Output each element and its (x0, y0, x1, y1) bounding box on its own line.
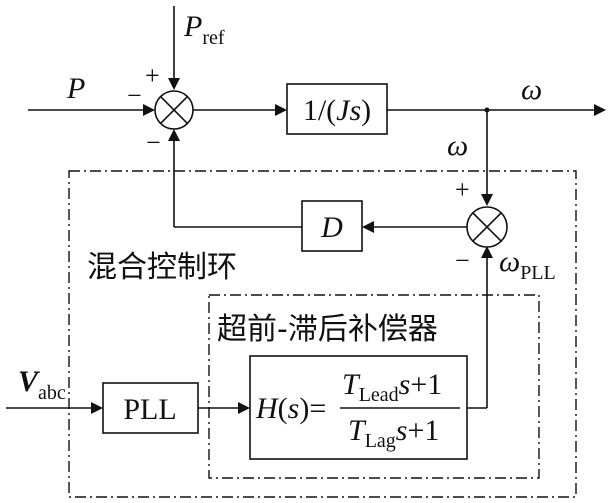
summing-junction-2 (466, 206, 508, 248)
sum1-bottom-minus-sign: − (146, 128, 161, 157)
transfer-function-lhs: H(s)= (255, 392, 326, 425)
sum2-plus-sign: + (455, 175, 470, 204)
pll-block-label: PLL (123, 393, 176, 426)
transfer-function-numerator: TLeads+1 (342, 368, 442, 406)
inertia-input-arrowhead (275, 104, 287, 116)
p-label: P (66, 72, 85, 105)
damping-block-label: D (320, 211, 343, 244)
p-arrowhead (143, 104, 155, 116)
damping-input-arrowhead (362, 221, 374, 233)
omega-output-arrowhead (594, 104, 606, 116)
inertia-block (286, 83, 388, 135)
omega-pll-label: ωPLL (499, 245, 556, 284)
summing-junction-1 (154, 90, 194, 130)
omega-branch-label: ω (447, 129, 468, 162)
hybrid-control-loop-label: 混合控制环 (87, 250, 237, 285)
lead-lag-compensator-region (208, 294, 540, 479)
vabc-label: Vabc (18, 365, 66, 404)
sum1-left-minus-sign: − (127, 81, 142, 110)
sum2-bottom-arrowhead (481, 246, 493, 258)
pref-arrowhead (168, 78, 180, 90)
sum1-bottom-arrowhead (168, 129, 180, 141)
sum1-plus-sign: + (145, 61, 160, 90)
pll-input-arrowhead (91, 402, 103, 414)
pref-label: Pref (183, 10, 225, 49)
sum2-minus-sign: − (455, 246, 470, 275)
damping-block (301, 200, 363, 252)
transfer-input-arrowhead (238, 402, 250, 414)
hybrid-control-loop-region (68, 170, 577, 498)
lead-lag-compensator-label: 超前-滞后补偿器 (217, 312, 438, 347)
inertia-block-label: 1/(Js) (303, 94, 371, 127)
transfer-function-denominator: TLags+1 (348, 414, 439, 452)
omega-output-label: ω (521, 73, 542, 106)
omega-branch-arrowhead (481, 194, 493, 206)
